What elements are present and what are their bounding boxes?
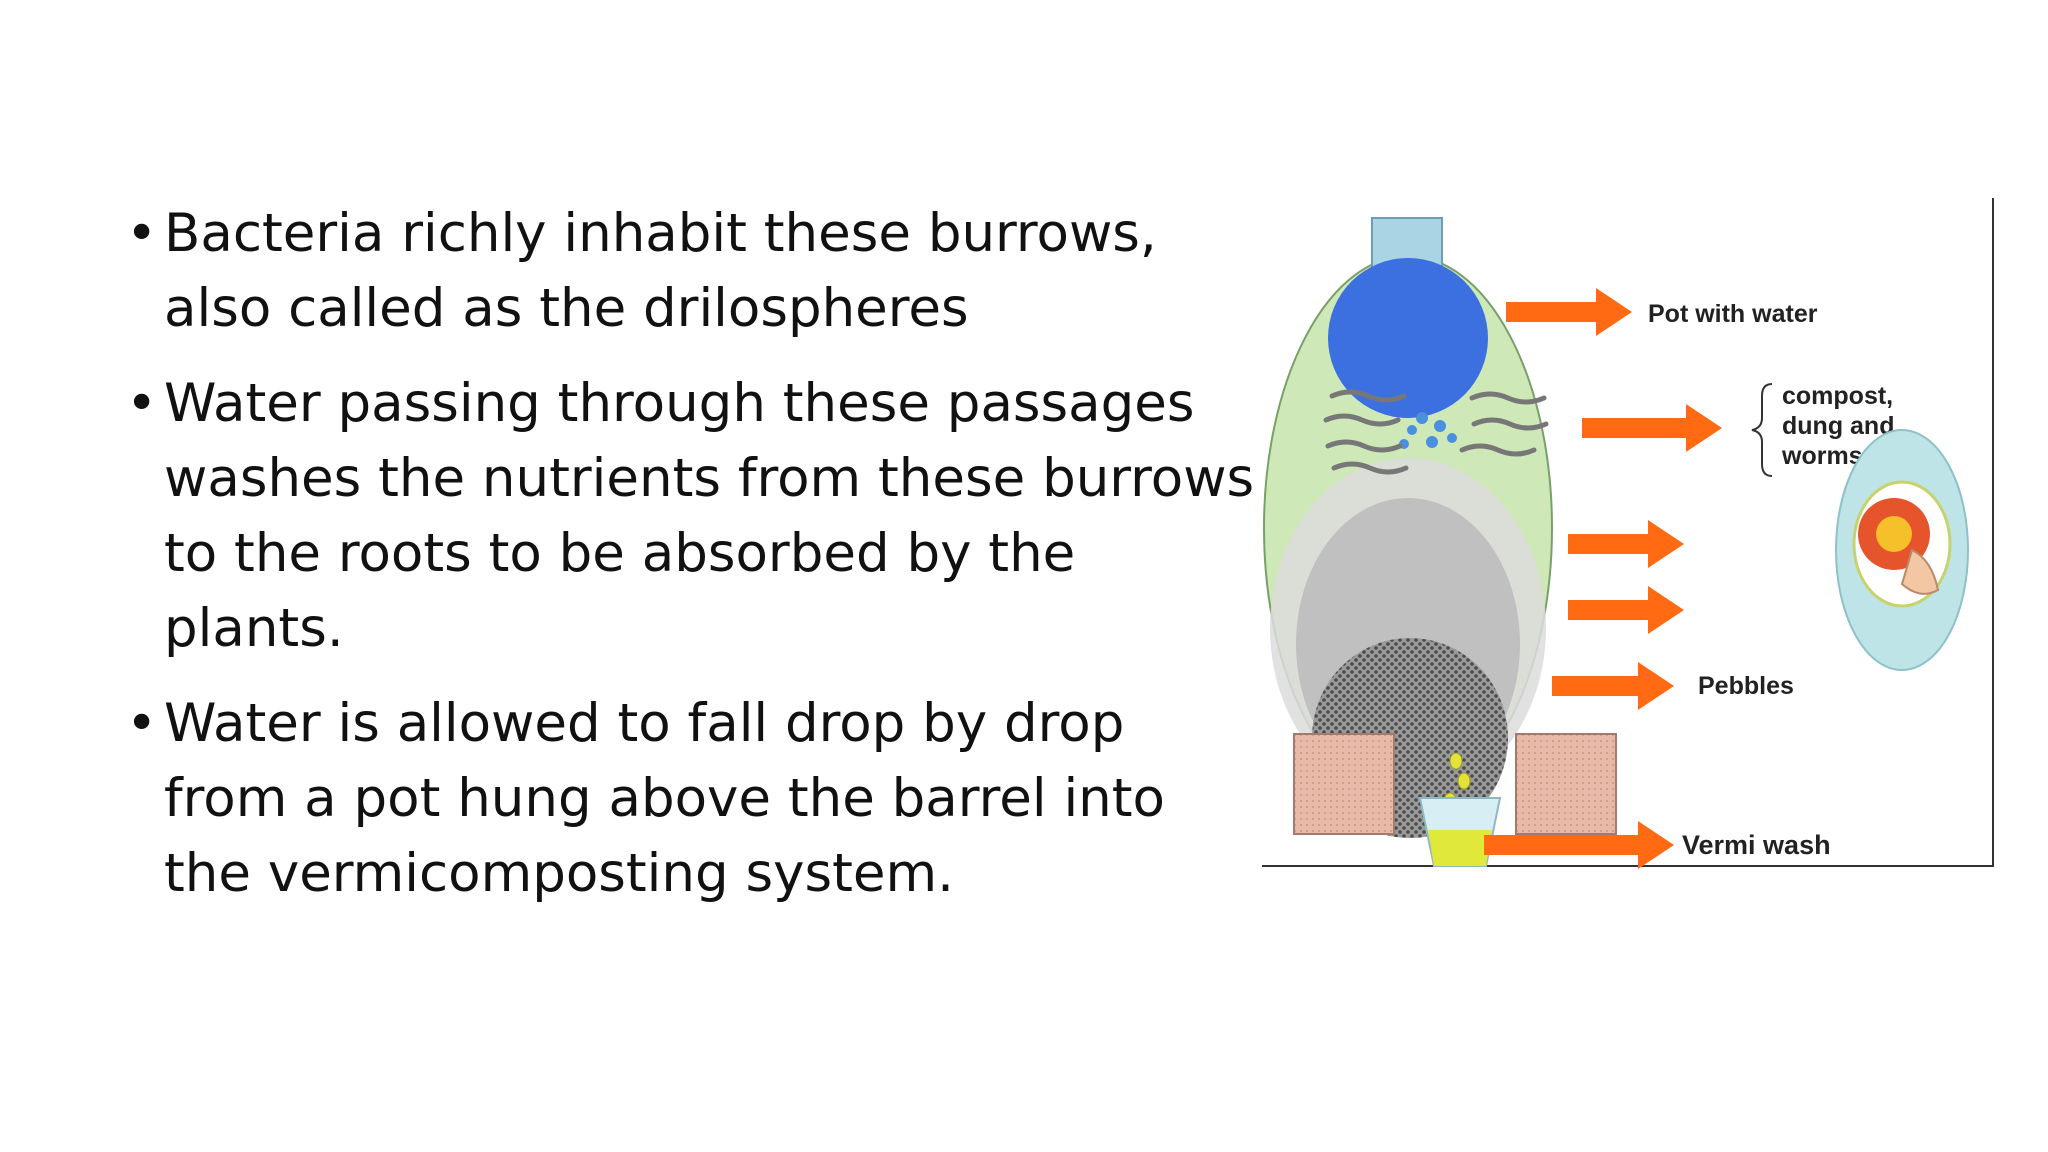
label-pebbles: Pebbles [1698,672,1794,700]
label-compost-line-2: dung and [1782,412,1894,440]
bullet-text: Bacteria richly inhabit these burrows, a… [164,203,1157,339]
label-pot-with-water: Pot with water [1648,300,1818,328]
vermicompost-diagram: Pot with water compost, dung and worms P… [1262,198,1994,869]
label-compost-line-3: worms [1781,442,1863,470]
compost-brace [1751,383,1773,477]
left-brick [1293,733,1395,835]
label-compost-line-1: compost, [1782,382,1893,410]
bullet-list: • Bacteria richly inhabit these burrows,… [118,196,1258,931]
arrow-compost [1582,404,1722,452]
bullet-marker: • [126,203,158,264]
label-vermi-wash: Vermi wash [1682,830,1831,860]
bullet-marker: • [126,373,158,434]
right-brick [1515,733,1617,835]
bullet-text: Water passing through these passages was… [164,373,1255,659]
living-in-tune-with-nature-logo [1835,429,1969,671]
arrow-soil-1 [1568,520,1684,568]
arrow-vermiwash [1484,821,1674,869]
arrow-pot [1506,288,1632,336]
arrow-pebbles [1552,662,1674,710]
bullet-text: Water is allowed to fall drop by drop fr… [164,693,1165,904]
worms-icon [1323,389,1549,475]
pot-with-water [1328,258,1488,418]
bullet-item-2: • Water passing through these passages w… [118,366,1258,666]
bullet-marker: • [126,693,158,754]
bullet-item-1: • Bacteria richly inhabit these burrows,… [118,196,1258,346]
arrow-soil-2 [1568,586,1684,634]
bullet-item-3: • Water is allowed to fall drop by drop … [118,686,1258,911]
arrows [1484,288,1722,869]
vermiwash-liquid [1428,830,1492,866]
water-drops [1399,412,1457,449]
